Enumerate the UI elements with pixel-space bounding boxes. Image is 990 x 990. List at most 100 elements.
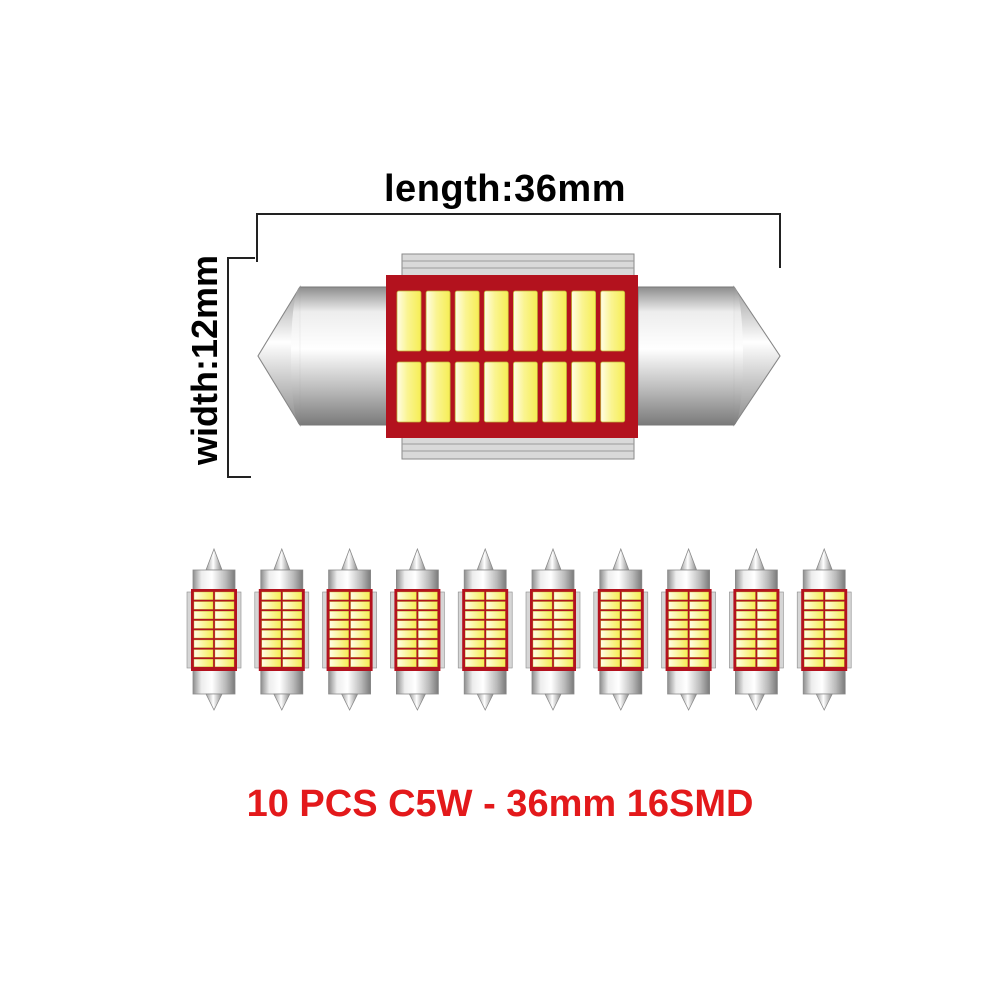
led-chip [757,659,777,668]
led-chip [282,639,302,648]
led-chip [486,659,506,668]
led-chip [214,659,235,668]
led-chip [804,601,824,610]
led-chip [486,630,506,639]
led-chip [465,611,485,620]
led-chip [571,361,596,423]
led-chip [214,620,235,629]
led-chip [736,659,756,668]
led-chip [600,659,620,668]
led-chip [804,639,824,648]
led-chip [532,591,553,600]
led-chip [600,620,620,629]
led-chip [397,659,417,668]
led-chip [397,611,417,620]
led-chip [465,639,485,648]
led-chip [397,639,417,648]
led-chip [621,591,641,600]
led-chip [261,601,281,610]
led-chip [483,290,509,352]
led-chip [736,649,756,658]
led-chip [397,620,417,629]
led-chip [553,620,574,629]
led-chip [486,620,506,629]
led-chip [261,630,281,639]
led-chip [736,630,756,639]
led-chip [465,649,485,658]
led-chip [486,591,506,600]
led-chip [553,601,574,610]
led-chip [553,630,574,639]
led-chip [396,290,422,352]
led-chip [418,630,438,639]
led-chip [418,639,438,648]
led-chip [329,611,349,620]
led-chip [193,659,214,668]
led-chip [668,620,688,629]
led-chip [418,649,438,658]
led-chip [668,630,688,639]
led-chip [621,620,641,629]
led-chip [825,601,845,610]
led-chip [736,601,756,610]
led-chip [532,620,553,629]
small-bulb [593,547,649,711]
led-chip [418,601,438,610]
led-chip [465,659,485,668]
product-caption: 10 PCS C5W - 36mm 16SMD [246,783,754,825]
led-chip [193,591,214,600]
led-chip [513,361,538,423]
led-chip [465,630,485,639]
led-chip [757,620,777,629]
led-chip [350,620,370,629]
led-chip [532,601,553,610]
small-bulbs-row [186,547,852,711]
led-chip [757,639,777,648]
led-chip [542,290,567,352]
led-chip [418,611,438,620]
led-chip [689,601,709,610]
led-chip [350,649,370,658]
led-chip [825,649,845,658]
led-chip [600,591,620,600]
led-chip [282,620,302,629]
led-chip [736,591,756,600]
led-chip [261,620,281,629]
led-chip [553,591,574,600]
width-dimension-line [227,257,255,478]
led-chip [825,591,845,600]
led-chip [282,659,302,668]
led-chip [486,601,506,610]
led-chip [350,591,370,600]
small-bulb [525,547,581,711]
led-chip [825,639,845,648]
led-chip [804,659,824,668]
led-chip [214,601,235,610]
led-chip [757,601,777,610]
led-chip [532,630,553,639]
led-chip [425,290,451,352]
led-chip [757,649,777,658]
led-chip [600,649,620,658]
led-chip [193,630,214,639]
led-chip [600,601,620,610]
led-chip [532,659,553,668]
led-chip [193,649,214,658]
led-chip [261,659,281,668]
led-chip [329,630,349,639]
led-chip [486,649,506,658]
led-chip [668,591,688,600]
led-chip [553,659,574,668]
led-chip [542,361,567,423]
led-chip [261,639,281,648]
led-chip [329,601,349,610]
led-chip [600,639,620,648]
led-chip [193,611,214,620]
led-chip [214,649,235,658]
small-bulb [796,547,852,711]
led-chip [329,591,349,600]
led-chip [600,361,626,423]
led-chip [553,649,574,658]
small-bulb [661,547,716,711]
led-chip [261,591,281,600]
